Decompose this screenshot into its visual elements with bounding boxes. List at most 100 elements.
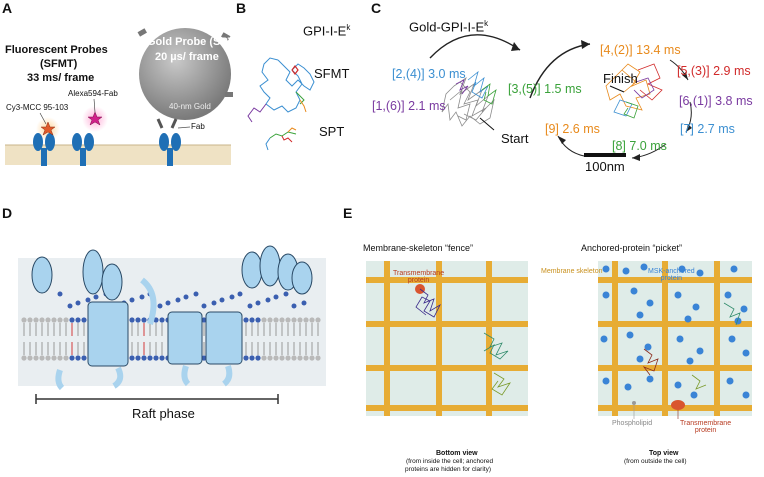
panel-d-illustration [18, 245, 326, 404]
lipid-head [153, 317, 159, 323]
scale-bar [584, 153, 626, 157]
traj-label-c-left-1: [1,(6)] 2.1 ms [372, 99, 446, 113]
scale-label: 100nm [585, 159, 625, 174]
glycan-bead [237, 291, 243, 297]
panel-b-title-sup: k [346, 23, 351, 32]
lipid-head [45, 355, 51, 361]
lipid-head [297, 355, 303, 361]
msk-label: MSK-anchored protein [648, 268, 695, 282]
colored-cloud [605, 63, 663, 119]
lipid-head [285, 317, 291, 323]
lipid-head [147, 355, 153, 361]
cy3-label: Cy3-MCC 95-103 [6, 103, 69, 112]
glycan-bead [165, 300, 171, 306]
glycan-bead [265, 297, 271, 303]
lipid-head [81, 317, 87, 323]
lipid-head [135, 317, 141, 323]
start-label: Start [501, 131, 529, 146]
lipid-head [141, 317, 147, 323]
sfmt-title: Fluorescent Probes [5, 44, 108, 56]
lipid-head [141, 355, 147, 361]
lipid-head [39, 317, 45, 323]
msk-anchored-proteins [600, 263, 750, 399]
lipid-head [303, 355, 309, 361]
glycan-bead [201, 303, 207, 309]
lipid-head [63, 317, 69, 323]
traj-label-c-right-0: [4,(2)] 13.4 ms [600, 43, 681, 57]
lipid-head [201, 355, 207, 361]
traj-label-c-right-4: [8] 7.0 ms [612, 139, 667, 153]
transmembrane-label-left: Transmembrane protein [393, 270, 445, 284]
fab-label: Fab [191, 122, 205, 131]
panel-b-title-text: GPI-I-E [303, 23, 347, 39]
panel-letter-b: B [236, 0, 247, 16]
lipid-head [303, 317, 309, 323]
traj-label-c-right-1: [5,(3)] 2.9 ms [677, 64, 751, 78]
lipid-head [249, 317, 255, 323]
bottom-view-note-2: proteins are hidden for clarity) [405, 466, 491, 473]
lipid-head [21, 355, 27, 361]
sfmt-rate: 33 ms/ frame [27, 72, 95, 84]
gold-probe-sphere [139, 28, 231, 120]
lipid-head [33, 317, 39, 323]
glycan-bead [129, 297, 135, 303]
phospholipid-label: Phospholipid [612, 420, 653, 427]
fence-title: Membrane-skeleton “fence” [363, 243, 474, 253]
panel-c-title-text: Gold-GPI-I-E [409, 19, 485, 35]
lipid-head [261, 355, 267, 361]
cy3-star [40, 121, 56, 136]
traj-label-c-left-0: [2,(4)] 3.0 ms [392, 67, 466, 81]
lipid-head [255, 355, 261, 361]
lipid-head [255, 317, 261, 323]
glycan-bead [183, 294, 189, 300]
lipid-head [243, 317, 249, 323]
lipid-head [159, 317, 165, 323]
lipid-head [159, 355, 165, 361]
lipid-head [267, 317, 273, 323]
lipid-head [129, 355, 135, 361]
panel-a-illustration [5, 28, 233, 166]
panel-b-title: GPI-I-Ek [303, 23, 351, 39]
lipid-head [69, 317, 75, 323]
lipid-head [315, 317, 321, 323]
lipid-head [75, 317, 81, 323]
glycan-bead [157, 303, 163, 309]
fence-grid-bg [366, 261, 528, 416]
top-view-note: (from outside the cell) [624, 458, 687, 465]
panel-letter-c: C [371, 0, 382, 16]
traj-label-c-right-2: [6,(1)] 3.8 ms [679, 94, 753, 108]
lipid-head [39, 355, 45, 361]
lipid-head [51, 355, 57, 361]
glycan-bead [273, 294, 279, 300]
lipid-head [81, 355, 87, 361]
lipid-head [129, 317, 135, 323]
glycan-bead [85, 297, 91, 303]
glycan-bead [229, 294, 235, 300]
lipid-head [243, 355, 249, 361]
traj-label-c-left-2: [3,(5)] 1.5 ms [508, 82, 582, 96]
glycan-bead [75, 300, 81, 306]
lipid-head [201, 317, 207, 323]
glycan-bead [219, 297, 225, 303]
lipid-head [57, 317, 63, 323]
lipid-head [51, 317, 57, 323]
traj-label-c-right-5: [9] 2.6 ms [545, 122, 600, 136]
glycan-bead [211, 300, 217, 306]
transmembrane-protein-right [671, 400, 685, 410]
panel-c-title-sup: k [484, 19, 489, 28]
glycan-bead [57, 291, 63, 297]
lipid-head [297, 317, 303, 323]
lipid-head [45, 317, 51, 323]
lipid-head [69, 355, 75, 361]
lipid-head [63, 355, 69, 361]
lipid-head [279, 317, 285, 323]
lipid-head [153, 355, 159, 361]
gold-label: 40-nm Gold [169, 102, 211, 111]
lipid-head [249, 355, 255, 361]
lipid-head [291, 355, 297, 361]
picket-title: Anchored-protein “picket” [581, 243, 683, 253]
fence-skeleton [366, 261, 528, 416]
lipid-head [75, 355, 81, 361]
lipid-head [261, 317, 267, 323]
gray-cloud [441, 76, 495, 127]
